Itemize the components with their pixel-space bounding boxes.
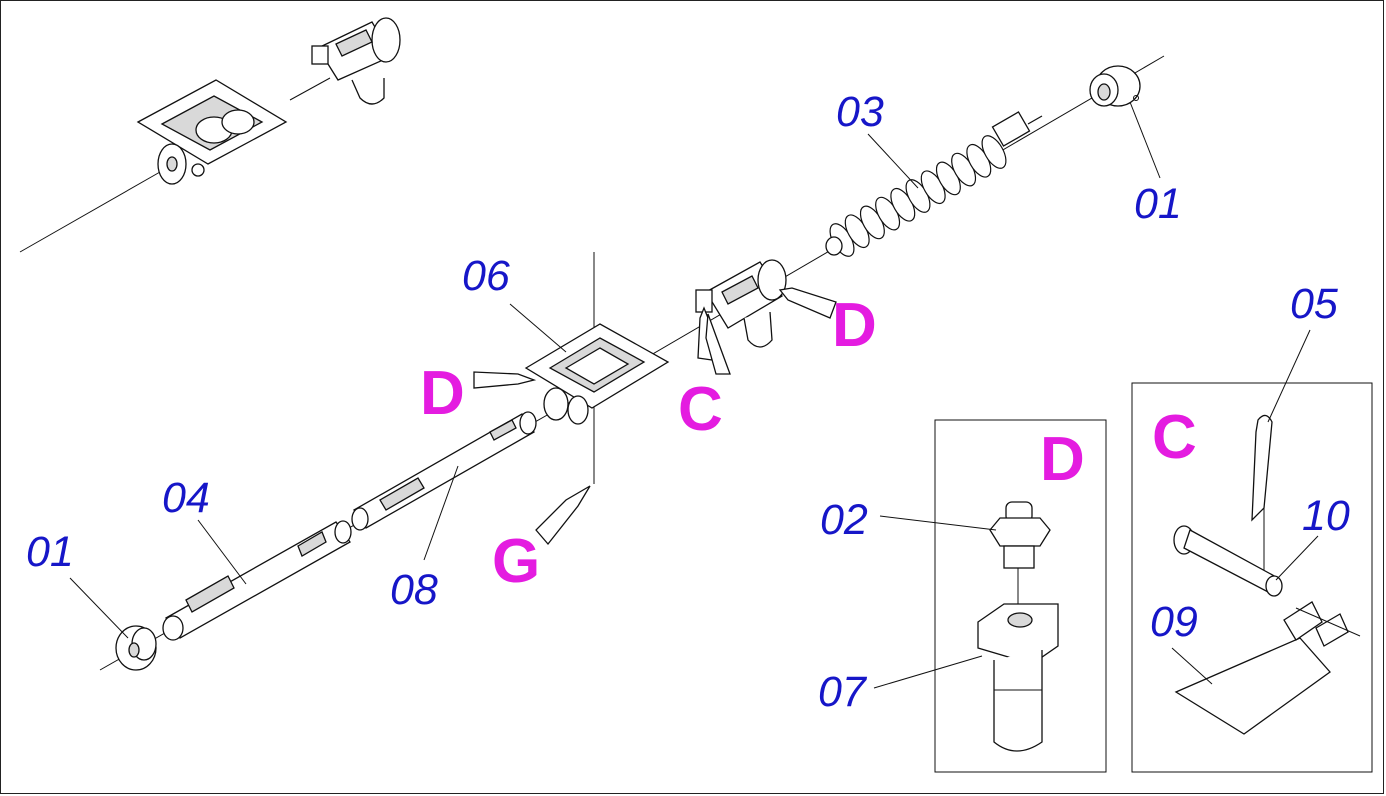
label-08: 08 <box>390 566 438 614</box>
view-label-d-right: D <box>832 291 877 360</box>
auger-flight-turn <box>981 135 1007 169</box>
label-04: 04 <box>162 474 210 522</box>
part-01-right <box>1089 65 1161 179</box>
assembled-overview <box>19 17 401 253</box>
view-label-d-left: D <box>420 359 465 428</box>
detail-box-d <box>873 419 1107 773</box>
view-labels: D D C C D G <box>420 291 1197 596</box>
label-10: 10 <box>1302 492 1350 540</box>
gearbox-tube <box>695 259 787 348</box>
part-04-tube <box>162 519 352 641</box>
part-03-auger <box>825 111 1043 257</box>
label-03: 03 <box>836 88 884 136</box>
view-arrows <box>473 287 837 546</box>
part-06-flange <box>509 303 670 425</box>
label-01-left: 01 <box>26 528 74 576</box>
label-05: 05 <box>1290 280 1339 328</box>
detail-box-c <box>1131 329 1373 773</box>
view-label-g: G <box>492 527 540 596</box>
view-label-c: C <box>678 375 723 444</box>
part-01-left <box>69 577 157 671</box>
part-08-tube <box>351 411 537 561</box>
label-07: 07 <box>818 668 868 716</box>
view-label-d-detail: D <box>1040 425 1085 494</box>
label-06: 06 <box>462 252 510 300</box>
label-02: 02 <box>820 496 868 544</box>
part-labels: 03 01 06 05 04 02 10 01 08 09 07 <box>26 88 1350 716</box>
view-label-c-detail: C <box>1152 403 1197 472</box>
label-09: 09 <box>1150 598 1198 646</box>
label-01-right: 01 <box>1134 180 1182 228</box>
